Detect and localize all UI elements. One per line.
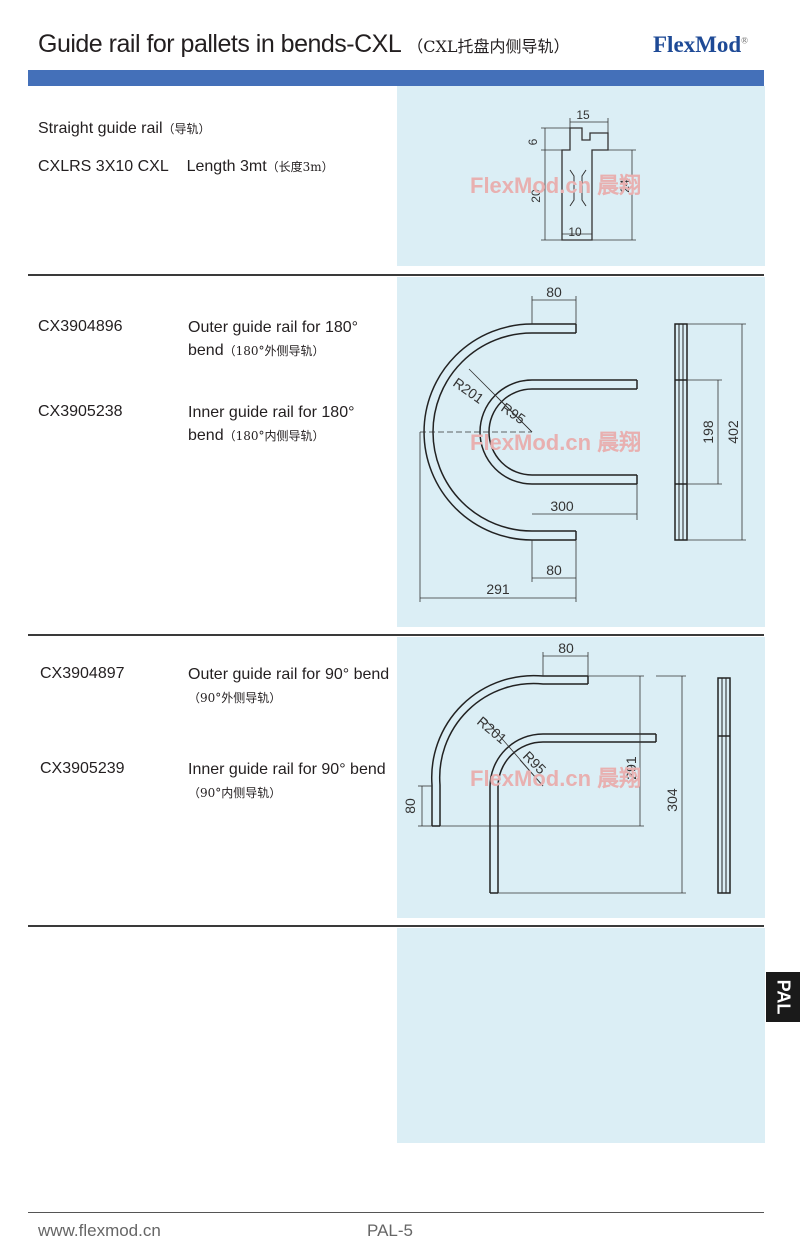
title-text: Guide rail for pallets in bends-CXL (38, 30, 402, 58)
item-code: CX3905239 (40, 760, 125, 777)
section-tab-label: PAL (773, 979, 794, 1015)
footer-url: www.flexmod.cn (38, 1221, 161, 1240)
page-number: PAL-5 (367, 1221, 413, 1240)
drawing-panel-straight (397, 86, 765, 266)
item-description: Inner guide rail for 90° bend （90°内侧导轨） (188, 758, 393, 805)
item-code: CX3904896 (38, 318, 123, 335)
section-divider (28, 925, 764, 927)
item-code: CX3905238 (38, 403, 123, 420)
item-desc-text: Outer guide rail for 180° bend (188, 319, 359, 359)
item-desc-cn: （180°外侧导轨） (223, 344, 325, 358)
item-desc-cn: （90°内侧导轨） (188, 786, 282, 800)
page-title: Guide rail for pallets in bends-CXL （CXL托… (38, 30, 570, 59)
item-desc-cn: （180°内侧导轨） (223, 429, 325, 443)
item-desc-text: Inner guide rail for 90° bend (188, 761, 386, 778)
section-tab-pal: PAL (766, 972, 800, 1022)
header-bar (28, 70, 764, 86)
section-divider (28, 274, 764, 276)
registered-mark: ® (741, 35, 748, 46)
drawing-panel-empty (397, 928, 765, 1143)
drawing-panel-180 (397, 277, 765, 627)
drawing-panel-90 (397, 637, 765, 918)
item-description: Inner guide rail for 180° bend（180°内侧导轨） (188, 401, 393, 448)
title-subtitle: （CXL托盘内侧导轨） (407, 37, 570, 56)
straight-rail-length: Length 3mt (186, 158, 267, 175)
item-description: Outer guide rail for 180° bend（180°外侧导轨） (188, 316, 393, 363)
item-description: Outer guide rail for 90° bend （90°外侧导轨） (188, 663, 393, 710)
straight-rail-name: Straight guide rail（导轨） (38, 120, 211, 138)
straight-rail-name-cn: （导轨） (162, 122, 211, 136)
item-code: CX3904897 (40, 665, 125, 682)
item-desc-cn: （90°外侧导轨） (188, 691, 282, 705)
straight-rail-spec: CXLRS 3X10 CXL Length 3mt（长度3m） (38, 158, 334, 176)
brand-name: FlexMod (653, 32, 742, 57)
item-desc-text: Outer guide rail for 90° bend (188, 666, 390, 683)
straight-rail-length-cn: （长度3m） (266, 160, 334, 174)
footer-divider (28, 1212, 764, 1213)
straight-rail-name-text: Straight guide rail (38, 120, 163, 137)
section-divider (28, 634, 764, 636)
straight-rail-code: CXLRS 3X10 CXL (38, 158, 169, 175)
item-desc-text: Inner guide rail for 180° bend (188, 404, 355, 444)
brand-logo: FlexMod® (653, 32, 748, 58)
